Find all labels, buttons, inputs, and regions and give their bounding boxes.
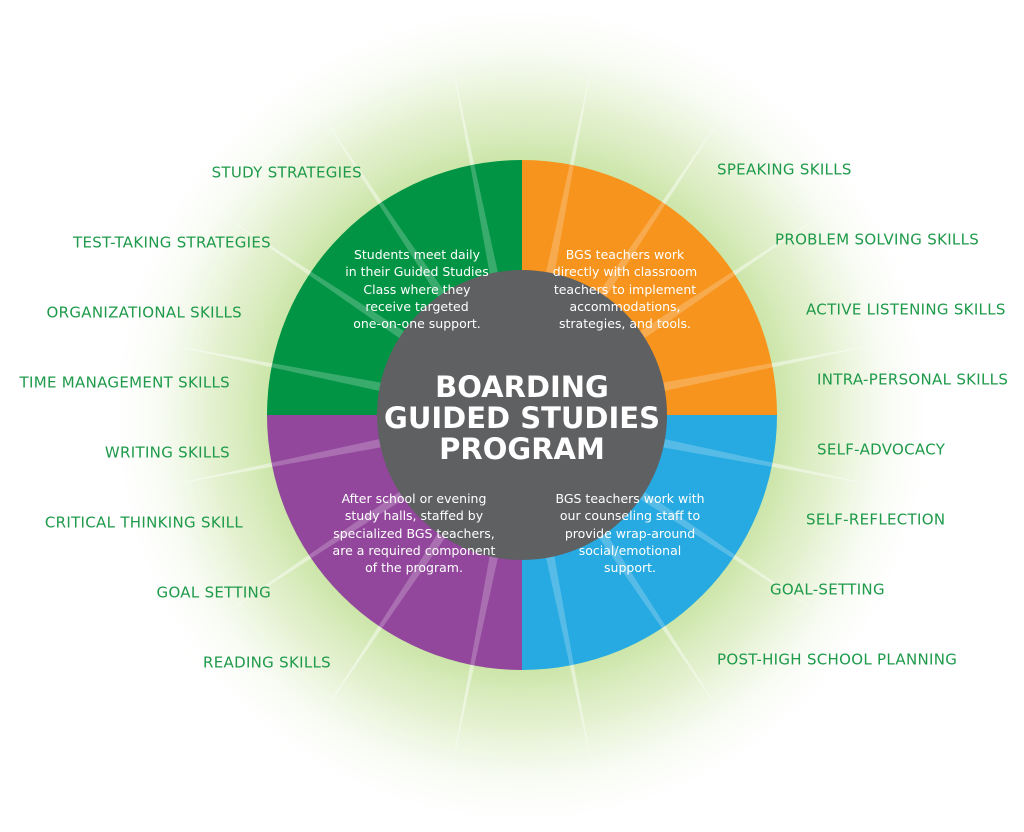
blurb-line: are a required component: [332, 542, 496, 558]
blurb-line: specialized BGS teachers,: [333, 525, 495, 541]
blurb-line: BGS teachers work: [565, 247, 685, 262]
skill-speaking-skills: SPEAKING SKILLS: [717, 160, 852, 179]
blurb-top-right: BGS teachers work directly with classroo…: [530, 246, 720, 332]
blurb-line: directly with classroom: [552, 264, 698, 280]
skill-active-listening-skills: ACTIVE LISTENING SKILLS: [806, 300, 1006, 319]
blurb-line: BGS teachers work with: [555, 491, 705, 506]
blurb-line: strategies, and tools.: [558, 316, 691, 331]
blurb-line: teachers to implement: [553, 281, 697, 297]
blurb-line: our counseling staff to: [559, 508, 701, 524]
blurb-line: one-on-one support.: [353, 316, 481, 331]
blurb-line: provide wrap-around: [564, 525, 696, 541]
blurb-line: support.: [604, 560, 656, 575]
blurb-top-left: Students meet daily in their Guided Stud…: [322, 246, 512, 332]
blurb-line: in their Guided Studies: [345, 264, 489, 280]
skill-self-reflection: SELF-REFLECTION: [806, 510, 946, 529]
blurb-line: Students meet daily: [353, 247, 481, 262]
blurb-line: Class where they: [363, 281, 471, 297]
blurb-bottom-left: After school or evening study halls, sta…: [314, 490, 514, 576]
skill-self-advocacy: SELF-ADVOCACY: [817, 440, 946, 459]
skill-study-strategies: STUDY STRATEGIES: [211, 163, 362, 182]
blurb-line: of the program.: [365, 560, 463, 575]
title-line-2: GUIDED STUDIES: [384, 401, 660, 436]
skill-problem-solving-skills: PROBLEM SOLVING SKILLS: [775, 230, 980, 249]
title-line-1: BOARDING: [435, 370, 609, 404]
center-circle: [377, 270, 667, 560]
skill-writing-skills: WRITING SKILLS: [104, 443, 230, 462]
blurb-line: receive targeted: [365, 298, 469, 314]
skill-reading-skills: READING SKILLS: [203, 653, 331, 672]
skill-post-high-school-planning: POST-HIGH SCHOOL PLANNING: [717, 650, 958, 669]
skill-critical-thinking-skill: CRITICAL THINKING SKILL: [44, 513, 243, 532]
skill-test-taking-strategies: TEST-TAKING STRATEGIES: [73, 233, 271, 252]
skill-goal-setting-right: GOAL-SETTING: [770, 580, 885, 599]
skill-time-management-skills: TIME MANAGEMENT SKILLS: [19, 373, 230, 392]
blurb-line: After school or evening: [341, 491, 487, 506]
blurb-line: accommodations,: [569, 298, 681, 314]
blurb-line: social/emotional: [578, 542, 682, 558]
skill-organizational-skills: ORGANIZATIONAL SKILLS: [46, 303, 242, 322]
program-title: BOARDING GUIDED STUDIES PROGRAM: [367, 370, 677, 467]
blurb-line: study halls, staffed by: [344, 508, 484, 524]
skill-goal-setting: GOAL SETTING: [156, 583, 271, 602]
blurb-bottom-right: BGS teachers work with our counseling st…: [530, 490, 730, 576]
title-line-3: PROGRAM: [439, 432, 605, 467]
skill-intra-personal-skills: INTRA-PERSONAL SKILLS: [817, 370, 1009, 389]
